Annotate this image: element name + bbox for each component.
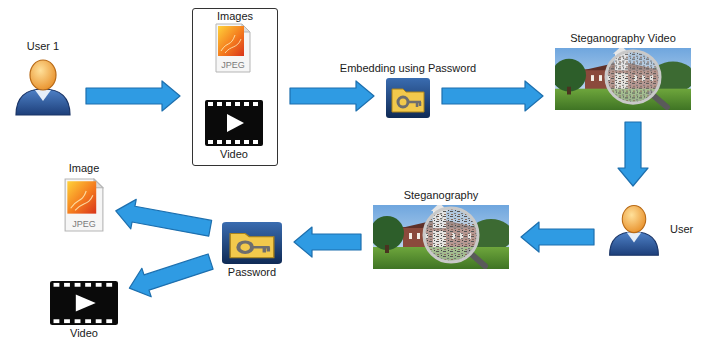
lock-icon [222,222,282,264]
user-icon: User [606,198,662,260]
block-arrow [442,81,543,111]
node-label: JPEG [72,219,96,230]
block-arrow [116,199,212,236]
jpeg-icon: ImageJPEG [64,178,104,232]
video-icon: Video [50,281,118,325]
block-arrow [618,122,648,186]
lock-icon: Embedding using Password [386,78,430,118]
node-label: JPEG [221,60,245,71]
block-arrow [521,222,594,252]
jpeg-icon: JPEG [215,23,251,73]
node-label: Video [220,148,248,161]
media-box: ImagesJPEG Video [192,8,278,166]
node-label: User 1 [27,40,59,53]
user-icon: User 1 [12,56,74,116]
node-label: Images [217,10,253,23]
video-icon [50,281,118,325]
node-label: Image [69,162,100,175]
node-label: Steganography [404,189,479,202]
user-icon [610,206,659,256]
user-icon [16,60,70,115]
jpeg-icon [65,179,103,231]
stego-image [370,203,513,269]
jpeg-icon [216,24,250,72]
video-icon: Video [205,100,263,146]
stego-image [552,46,695,110]
node-label: Password [228,266,276,279]
block-arrow [129,254,213,297]
block-arrow [290,81,374,111]
node-label: User [670,223,693,236]
node-label: Embedding using Password [340,62,476,75]
node-label: Video [70,327,98,340]
stego-image: Steganography [373,205,509,269]
block-arrow [86,81,180,111]
block-arrow [294,227,361,257]
lock-icon [386,78,430,118]
video-icon [205,100,263,146]
node-label: Steganography Video [570,32,676,45]
stego-image: Steganography Video [555,48,691,110]
lock-icon: Password [222,222,282,264]
